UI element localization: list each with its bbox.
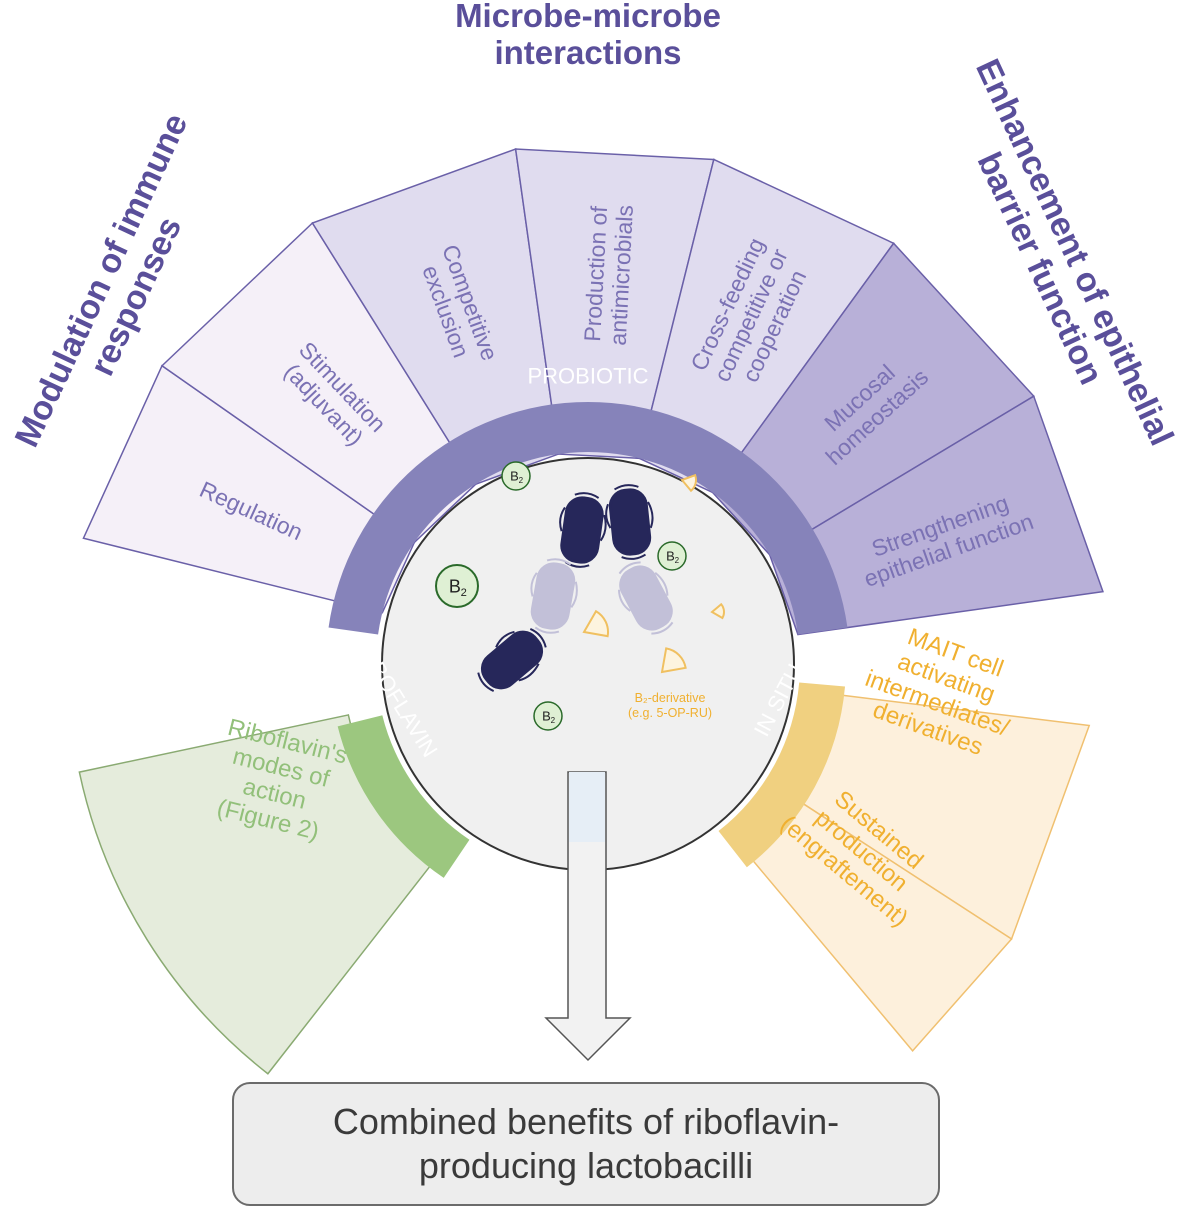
bacterium-dark-1 (559, 492, 607, 568)
bacterium-dark-2 (605, 484, 654, 560)
bacterium-light-2-pili (617, 561, 674, 635)
arrow-layer (544, 771, 632, 1062)
bacterium-light-1-pili (530, 558, 578, 634)
derivative-caption-line-2: (e.g. 5-OP-RU) (628, 706, 712, 720)
b2-molecule-3-circle (435, 564, 479, 608)
bacterium-dark-2-body (608, 488, 652, 556)
bacterium-dark-3-body (480, 630, 544, 690)
b2-molecule-2-subscript: 2 (675, 556, 680, 565)
bacterium-dark-2-pili (605, 484, 654, 560)
bacterium-light-1-body (530, 562, 576, 630)
bacterium-dark-3 (477, 628, 547, 692)
bacterium-light-2-body (619, 565, 673, 631)
derivative-wedge-1 (680, 473, 697, 493)
arrow-highlight (569, 772, 605, 842)
b2-molecule-1-label: B (510, 469, 519, 484)
bacterium-dark-3-pili (477, 628, 547, 692)
b2-molecule-4-circle (533, 701, 563, 731)
down-arrow (544, 771, 632, 1062)
b2-molecule-3-label: B (449, 576, 461, 596)
in-situ-band (718, 682, 846, 868)
band-layer (328, 401, 848, 878)
derivative-caption-line-1: B₂-derivative (635, 691, 706, 705)
bacterium-dark-1-pili (559, 492, 607, 568)
panel-layer (78, 148, 1104, 1075)
probiotic-label-antimicrobials: Production ofantimicrobials (579, 203, 638, 346)
b2-molecule-2-label: B (666, 549, 675, 564)
bacterium-light-2 (617, 561, 674, 635)
bacterium-light-1 (530, 558, 578, 634)
b2-molecule-4-label: B (542, 709, 551, 724)
b2-molecule-1-subscript: 2 (519, 476, 524, 485)
b2-molecule-2-circle (657, 541, 687, 571)
probiotic-band (328, 401, 848, 635)
probiotic-band-label-line-1: PROBIOTIC (527, 364, 648, 389)
riboflavin-panel-text: Riboflavin'smodes ofaction(Figure 2) (206, 714, 350, 848)
probiotic-band-label: PROBIOTIC (527, 364, 648, 389)
bacterium-dark-1-body (560, 496, 604, 564)
derivative-wedge-2 (582, 609, 609, 638)
combined-benefits-text: Combined benefits of riboflavin-producin… (332, 1101, 840, 1186)
derivative-wedge-3 (710, 602, 725, 620)
b2-molecule-3-subscript: 2 (461, 587, 467, 599)
b2-molecule-1-circle (501, 461, 531, 491)
b2-molecule-4-subscript: 2 (551, 716, 556, 725)
derivative-wedge-4 (660, 647, 687, 674)
combined-benefits-box: Combined benefits of riboflavin-producin… (232, 1082, 940, 1206)
riboflavin-band (337, 715, 470, 878)
heading-microbe-line-2: interactions (494, 34, 681, 71)
heading-microbe-line-1: Microbe-microbe (455, 0, 721, 34)
